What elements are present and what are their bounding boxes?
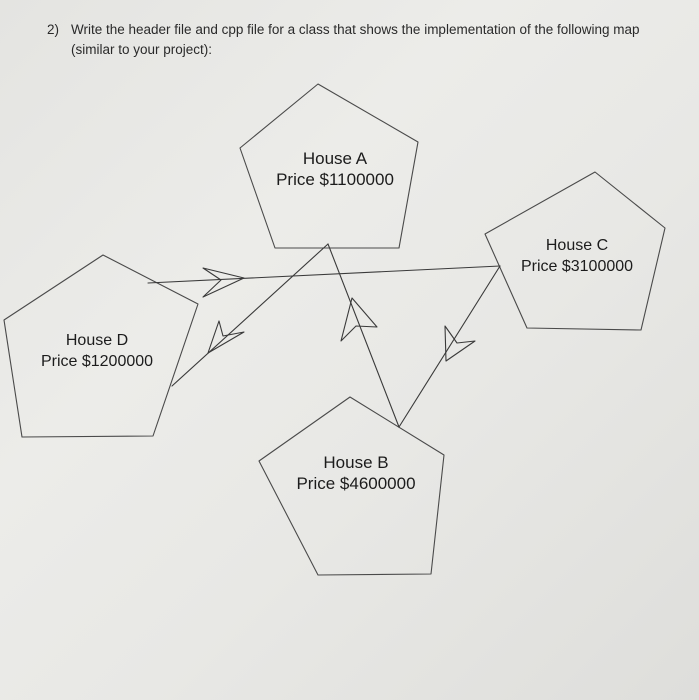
house-b-price: Price $4600000 xyxy=(296,474,416,493)
house-a-label: House A Price $1100000 xyxy=(245,148,425,190)
arrowhead-b-to-a xyxy=(340,297,378,342)
question-text: Write the header file and cpp file for a… xyxy=(71,22,640,57)
house-c-price: Price $3100000 xyxy=(520,258,634,275)
question-number: 2) xyxy=(47,22,60,37)
question-block: 2) Write the header file and cpp file fo… xyxy=(47,20,647,60)
edge-b-to-a xyxy=(327,243,400,428)
house-b-label: House B Price $4600000 xyxy=(268,452,444,494)
house-d-name: House D xyxy=(65,332,129,349)
house-c-label: House C Price $3100000 xyxy=(497,235,657,277)
house-b-name: House B xyxy=(323,453,389,472)
edge-a-to-d xyxy=(171,243,329,387)
edge-c-to-b xyxy=(398,265,501,428)
house-a-name: House A xyxy=(302,149,368,168)
house-a-pentagon xyxy=(239,83,419,249)
arrowhead-a-to-d xyxy=(207,320,245,354)
house-c-pentagon xyxy=(484,171,666,331)
house-d-label: House D Price $1200000 xyxy=(12,330,182,372)
house-c-name: House C xyxy=(545,237,609,254)
arrowhead-c-to-b xyxy=(444,325,476,362)
edge-d-to-c xyxy=(147,265,501,284)
house-d-price: Price $1200000 xyxy=(40,353,154,370)
house-d-pentagon xyxy=(3,254,199,438)
house-a-price: Price $1100000 xyxy=(276,170,394,189)
arrowhead-d-to-c xyxy=(202,267,245,298)
house-b-pentagon xyxy=(258,396,445,576)
